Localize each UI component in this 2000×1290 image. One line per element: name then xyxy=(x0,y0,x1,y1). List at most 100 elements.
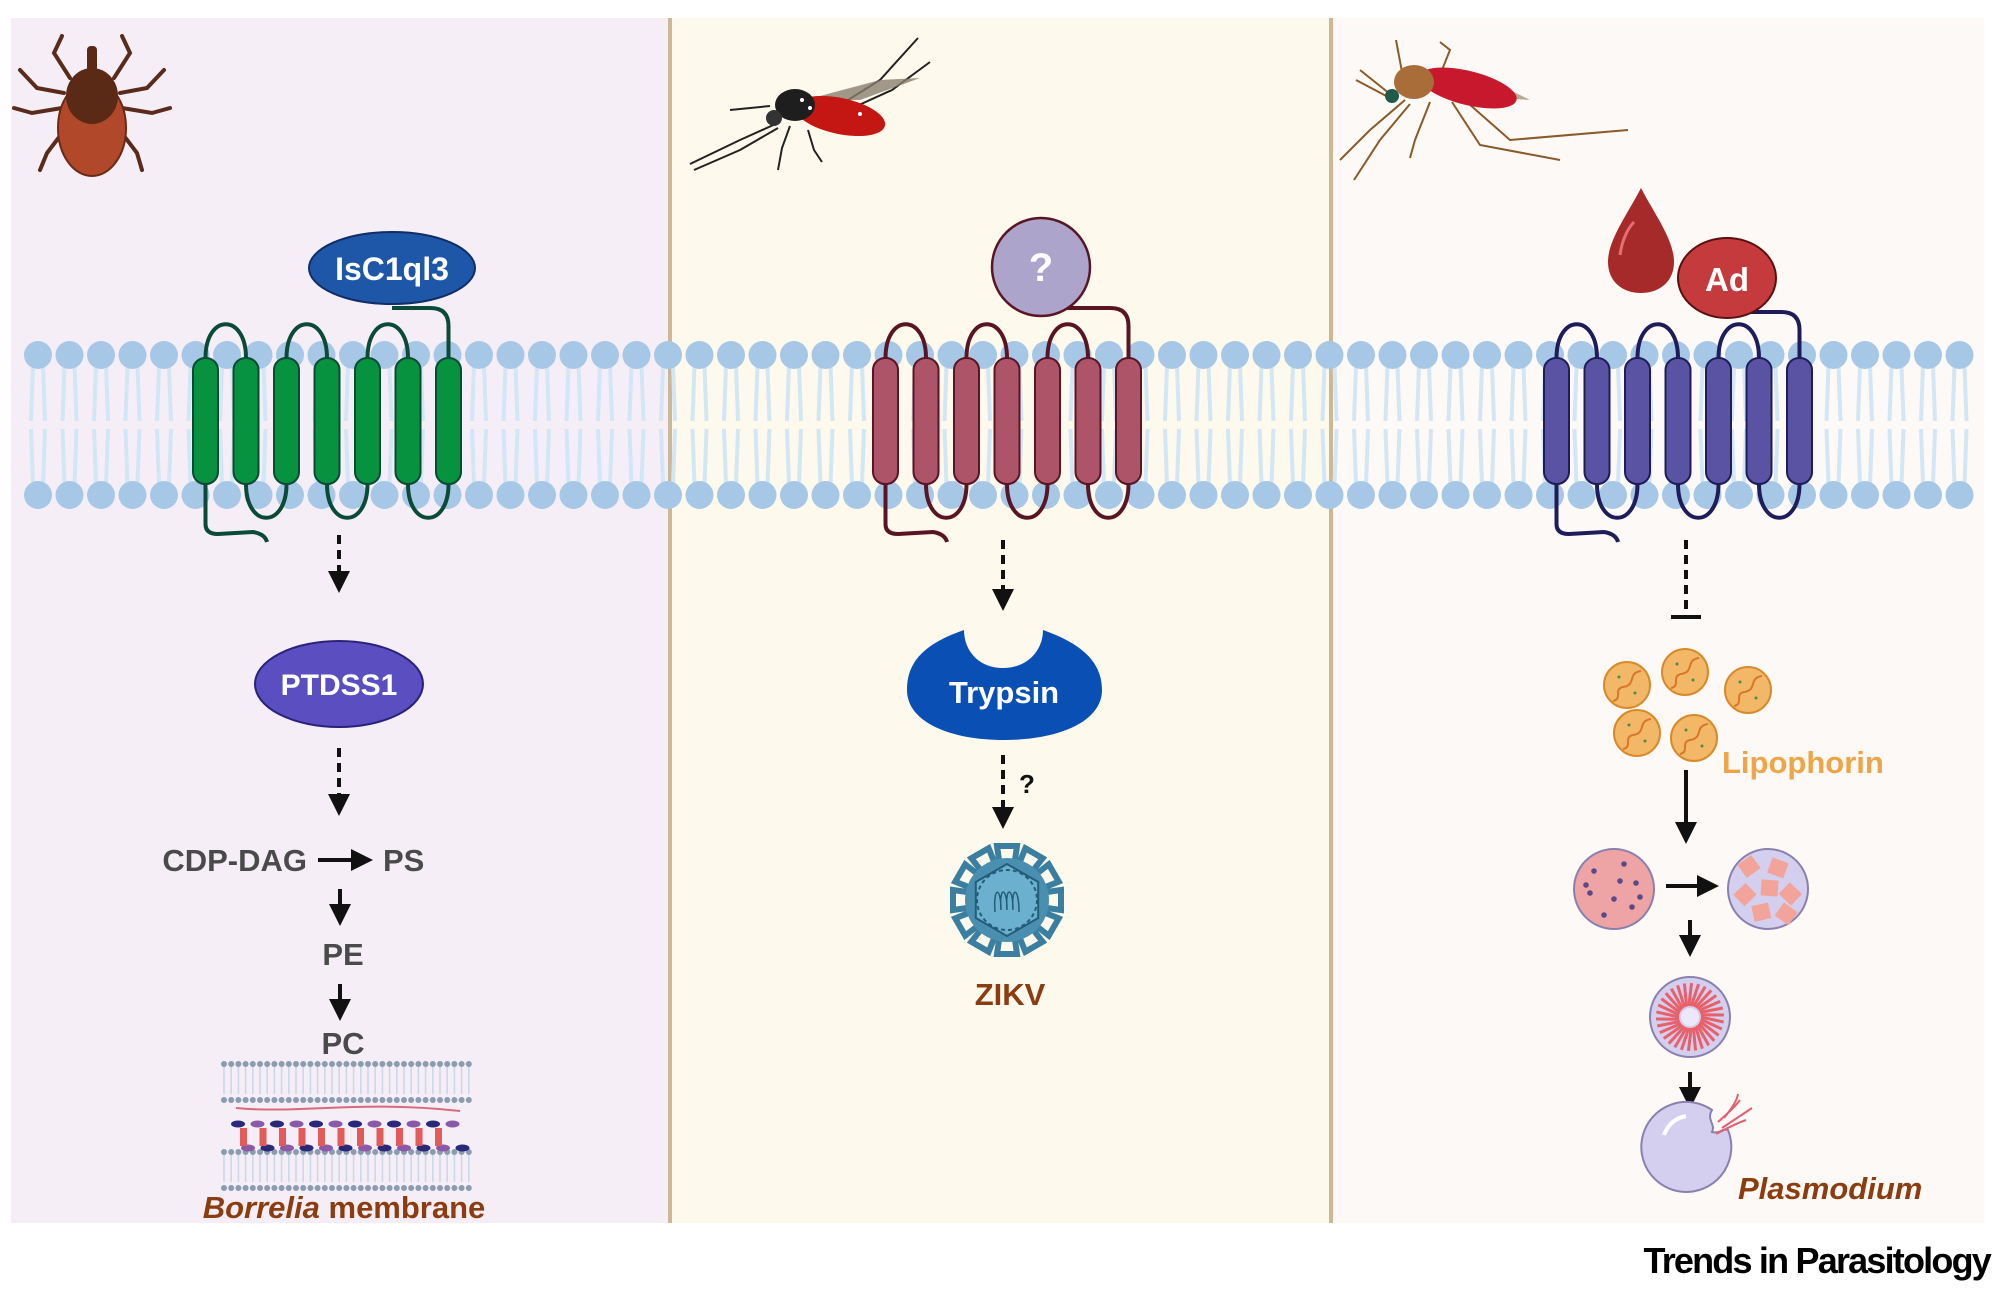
target-borrelia-membrane-label: Borrelia membrane xyxy=(203,1190,486,1225)
oocyst-nucleus xyxy=(1617,878,1623,884)
sporozoite xyxy=(1696,994,1718,1011)
lipid-head xyxy=(415,1061,422,1067)
lipid-head xyxy=(408,1061,415,1067)
lipid-head xyxy=(437,1061,443,1067)
gpcr-intracellular-loop xyxy=(1086,483,1131,520)
sporoblast-fragment xyxy=(1774,902,1798,926)
lipid-head xyxy=(386,1097,393,1103)
lipid-head xyxy=(372,1097,379,1103)
lipid-head xyxy=(393,1061,400,1067)
sporozoite xyxy=(1657,1003,1680,1017)
lipid-head xyxy=(249,1185,256,1191)
gpcr-extracellular-loop xyxy=(365,322,410,359)
membrane-protein xyxy=(416,1144,431,1152)
lipophorin-dot xyxy=(1691,678,1695,682)
lipid-head xyxy=(278,1097,285,1103)
lipid-head xyxy=(444,1185,451,1191)
sporozoite xyxy=(1687,982,1694,1007)
lipophorin-dot xyxy=(1738,680,1742,684)
lipid-head xyxy=(401,1185,407,1191)
gpcr-helix xyxy=(394,357,422,485)
gpcr-helix xyxy=(192,357,219,485)
lipophorin-dot xyxy=(1754,696,1758,700)
sporozoite xyxy=(1699,1006,1724,1014)
lipid-head xyxy=(293,1185,299,1191)
gpcr-receptor-tick xyxy=(192,306,462,543)
gpcr-extracellular-loop xyxy=(284,322,329,359)
membrane-protein xyxy=(397,1144,411,1152)
lipid-head xyxy=(422,1097,429,1103)
sporozoite xyxy=(1686,1027,1693,1052)
lipid-head xyxy=(314,1061,321,1067)
sporozoite xyxy=(1689,983,1700,1007)
blood-drop-icon xyxy=(1608,188,1674,293)
lipid-head xyxy=(437,1185,443,1191)
lipid-head xyxy=(242,1097,249,1103)
lipoprotein xyxy=(337,1128,345,1146)
lipoprotein xyxy=(357,1128,364,1146)
membrane-protein xyxy=(260,1144,275,1152)
gpcr-c-terminus xyxy=(392,306,451,358)
lipid-head xyxy=(249,1097,256,1103)
ligand-isc1ql3: IsC1ql3 xyxy=(308,231,476,305)
gpcr-receptor-anopheles xyxy=(1543,310,1813,543)
lipophorin-strand xyxy=(1679,723,1709,755)
sporozoite xyxy=(1691,1027,1698,1051)
effector-trypsin: Trypsin xyxy=(907,630,1102,740)
released-sporozoite xyxy=(1723,1093,1739,1119)
lipophorin-particles-icon xyxy=(1603,648,1772,762)
lipid-head xyxy=(372,1185,379,1191)
sporozoite xyxy=(1692,985,1707,1008)
lipid-head xyxy=(271,1061,278,1067)
lipid-head xyxy=(307,1185,314,1191)
membrane-protein xyxy=(455,1144,470,1152)
lipid-head xyxy=(336,1061,343,1067)
lipophorin-strand xyxy=(1733,675,1763,707)
lipid-head xyxy=(350,1097,357,1103)
lipid-head xyxy=(321,1185,328,1191)
pathway-step-label: PS xyxy=(383,843,424,878)
target-plasmodium-label: Plasmodium xyxy=(1738,1171,1922,1206)
oocyst-highlight xyxy=(1662,1114,1687,1136)
lipid-head xyxy=(379,1097,386,1103)
journal-name: Trends in Parasitology xyxy=(1643,1240,1991,1281)
gpcr-extracellular-loop xyxy=(1635,322,1680,359)
lipid-head xyxy=(221,1149,227,1155)
effector-trypsin-label: Trypsin xyxy=(949,675,1059,710)
lipid-head xyxy=(221,1097,227,1103)
pathway-substrate-label: CDP-DAG xyxy=(162,843,307,878)
pathway-step-label: PC xyxy=(321,1026,364,1061)
sporozoite xyxy=(1660,997,1681,1014)
gpcr-helix xyxy=(1074,357,1102,485)
sporozoite xyxy=(1697,1022,1716,1042)
gpcr-helix xyxy=(1624,357,1651,485)
lipid-head xyxy=(285,1097,292,1103)
virus-spike xyxy=(966,928,997,957)
lipid-head xyxy=(365,1097,371,1103)
gpcr-helix xyxy=(1786,357,1813,485)
lipid-head xyxy=(300,1061,307,1067)
lipid-head xyxy=(408,1149,415,1155)
lipid-head xyxy=(451,1185,458,1191)
sporozoite xyxy=(1696,1024,1711,1047)
lipid-head xyxy=(437,1097,443,1103)
oocyst-nucleus xyxy=(1621,861,1627,867)
gpcr-helix xyxy=(1115,357,1142,485)
lipophorin-dot xyxy=(1684,728,1688,732)
lipid-head xyxy=(264,1185,271,1191)
lipid-head xyxy=(393,1149,400,1155)
lipid-head xyxy=(444,1097,451,1103)
target-organism-name: Borrelia xyxy=(203,1190,320,1225)
lipid-head xyxy=(300,1185,307,1191)
oocyst-nucleus xyxy=(1633,880,1639,886)
lipid-head xyxy=(458,1061,465,1067)
lipid-head xyxy=(357,1061,364,1067)
lipid-head xyxy=(350,1185,357,1191)
gpcr-c-terminus xyxy=(1041,306,1131,358)
membrane-protein xyxy=(367,1120,382,1128)
sporozoite-oocyst-icon xyxy=(1649,976,1731,1058)
lipoprotein xyxy=(415,1128,423,1146)
lipid-head xyxy=(264,1061,271,1067)
target-suffix: membrane xyxy=(329,1190,486,1225)
lipid-head xyxy=(386,1185,393,1191)
